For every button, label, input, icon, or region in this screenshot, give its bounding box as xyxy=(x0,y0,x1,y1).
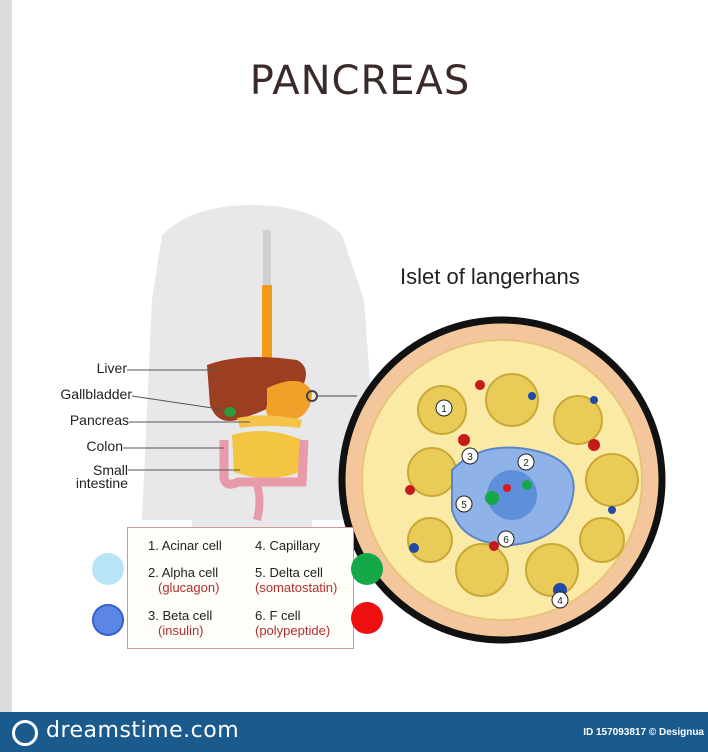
label-liver: Liver xyxy=(52,362,127,375)
islet-number: 5 xyxy=(461,500,467,511)
alpha-marker xyxy=(92,553,124,585)
footer-bar: dreamstime.com ID 157093817 © Designua xyxy=(0,712,708,752)
legend-item-label: 6. F cell xyxy=(255,608,301,623)
islet-number: 2 xyxy=(523,458,529,469)
legend-item-label: 2. Alpha cell xyxy=(148,565,218,580)
f-cell-marker xyxy=(351,602,383,634)
small-intestine xyxy=(232,431,304,478)
islet-number: 6 xyxy=(503,535,509,546)
label-pancreas: Pancreas xyxy=(32,414,129,427)
label-gallbladder: Gallbladder xyxy=(32,388,132,401)
legend-item-f-cell: 6. F cell (polypeptide) xyxy=(255,608,330,638)
legend-item-sub: (glucagon) xyxy=(148,580,219,595)
beta-marker xyxy=(92,604,124,636)
legend-item-label: 1. Acinar cell xyxy=(148,538,222,553)
label-small-intestine: Small intestine xyxy=(32,464,128,490)
islet-number: 1 xyxy=(441,404,447,415)
legend-item-sub: (insulin) xyxy=(148,623,212,638)
gallbladder xyxy=(224,407,236,417)
legend-item-label: 3. Beta cell xyxy=(148,608,212,623)
diagram-canvas: PANCREAS xyxy=(12,0,708,712)
legend-item-acinar: 1. Acinar cell xyxy=(148,538,222,553)
legend-item-alpha: 2. Alpha cell (glucagon) xyxy=(148,565,219,595)
cell-legend: 1. Acinar cell 2. Alpha cell (glucagon) … xyxy=(127,527,354,649)
legend-item-capillary: 4. Capillary xyxy=(255,538,320,553)
legend-item-sub: (polypeptide) xyxy=(255,623,330,638)
islet-number: 4 xyxy=(557,596,563,607)
delta-marker xyxy=(351,553,383,585)
label-colon: Colon xyxy=(32,440,123,453)
brand-name[interactable]: dreamstime.com xyxy=(46,718,239,743)
legend-item-label: 4. Capillary xyxy=(255,538,320,553)
dreamstime-logo-icon xyxy=(12,720,38,746)
legend-item-delta: 5. Delta cell (somatostatin) xyxy=(255,565,337,595)
legend-item-beta: 3. Beta cell (insulin) xyxy=(148,608,212,638)
legend-item-label: 5. Delta cell xyxy=(255,565,323,580)
legend-item-sub: (somatostatin) xyxy=(255,580,337,595)
islet-title: Islet of langerhans xyxy=(400,264,580,290)
image-id-text: ID 157093817 © Designua xyxy=(583,727,704,738)
islet-number: 3 xyxy=(467,452,473,463)
